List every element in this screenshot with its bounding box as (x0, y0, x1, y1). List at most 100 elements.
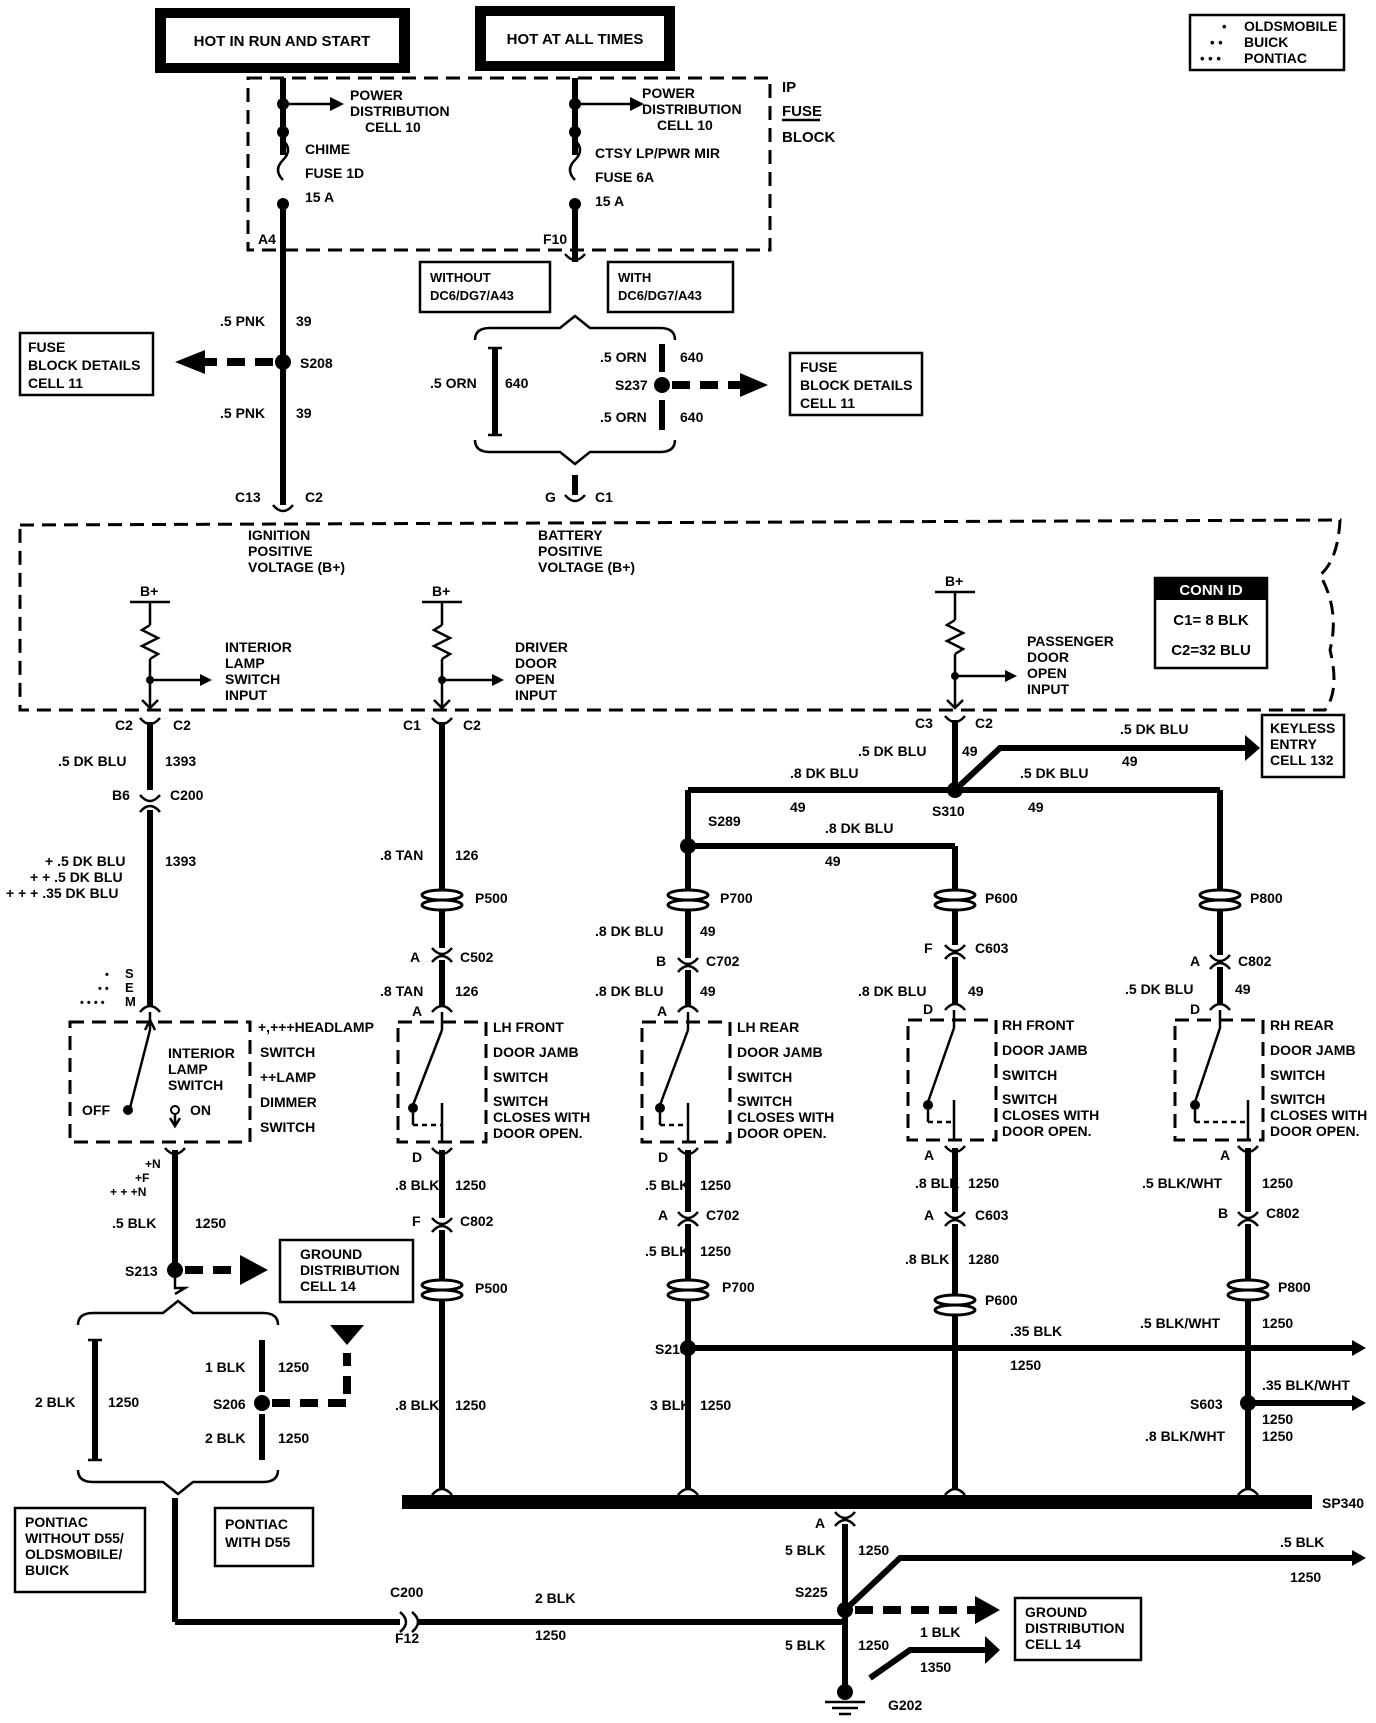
svg-text:49: 49 (962, 743, 978, 759)
svg-text:KEYLESS: KEYLESS (1270, 720, 1335, 736)
svg-text:C2: C2 (173, 717, 191, 733)
svg-text:.5 PNK: .5 PNK (220, 405, 265, 421)
legend-box: • OLDSMOBILE • • BUICK • • • PONTIAC (1188, 13, 1346, 72)
svg-text:DISTRIBUTION: DISTRIBUTION (350, 103, 450, 119)
circuit-126-driver: C1 C2 .8 TAN 126 P500 A C502 .8 TAN 126 … (380, 717, 508, 1019)
svg-text:HOT IN RUN AND START: HOT IN RUN AND START (194, 33, 371, 50)
svg-text:BLOCK: BLOCK (782, 129, 835, 146)
svg-text:S218: S218 (655, 1341, 688, 1357)
svg-text:F: F (412, 1213, 421, 1229)
svg-text:DOOR JAMB: DOOR JAMB (737, 1044, 823, 1060)
svg-text:DIMMER: DIMMER (260, 1094, 317, 1110)
svg-text:SP340: SP340 (1322, 1495, 1364, 1511)
svg-text:P500: P500 (475, 890, 508, 906)
svg-text:.5 BLK/WHT: .5 BLK/WHT (1140, 1315, 1221, 1331)
svg-text:.5 DK BLU: .5 DK BLU (1020, 765, 1088, 781)
sp340-bus: SP340 (402, 1495, 1364, 1511)
ctsy-fuse: POWER DISTRIBUTION CELL 10 CTSY LP/PWR M… (543, 78, 742, 262)
svg-text:A: A (1220, 1147, 1230, 1163)
input-passenger: B+ PASSENGER DOOR OPEN INPUT (935, 573, 1114, 710)
svg-text:CELL 10: CELL 10 (365, 119, 421, 135)
svg-text:CLOSES WITH: CLOSES WITH (1002, 1107, 1099, 1123)
svg-text:HOT AT ALL TIMES: HOT AT ALL TIMES (507, 31, 644, 48)
fuse-block-details-right: FUSE BLOCK DETAILS CELL 11 (788, 351, 924, 417)
svg-text:.35 BLK/WHT: .35 BLK/WHT (1262, 1377, 1350, 1393)
svg-text:1250: 1250 (455, 1177, 486, 1193)
svg-text:+ + .5 DK BLU: + + .5 DK BLU (30, 869, 123, 885)
svg-text:INPUT: INPUT (515, 687, 557, 703)
svg-text:.8 DK BLU: .8 DK BLU (858, 983, 926, 999)
svg-text:1250: 1250 (858, 1542, 889, 1558)
svg-text:C603: C603 (975, 1207, 1009, 1223)
svg-text:C802: C802 (1238, 953, 1272, 969)
svg-text:• • •: • • • (1200, 51, 1221, 66)
svg-text:640: 640 (505, 375, 529, 391)
svg-text:POSITIVE: POSITIVE (248, 543, 313, 559)
svg-text:C1= 8 BLK: C1= 8 BLK (1173, 612, 1249, 629)
lh-rear-chain: P700 .8 DK BLU 49 B C702 .8 DK BLU 49 A (595, 888, 753, 1019)
svg-text:A: A (815, 1515, 825, 1531)
svg-text:.5 PNK: .5 PNK (220, 313, 265, 329)
svg-text:SWITCH: SWITCH (1270, 1091, 1325, 1107)
svg-text:SWITCH: SWITCH (260, 1119, 315, 1135)
svg-text:DOOR JAMB: DOOR JAMB (1270, 1042, 1356, 1058)
svg-text:LH FRONT: LH FRONT (493, 1019, 564, 1035)
circuit-1393: C2 C2 .5 DK BLU 1393 B6 C200 1393 + .5 D… (6, 717, 204, 1013)
svg-text:1393: 1393 (165, 853, 196, 869)
svg-text:126: 126 (455, 847, 479, 863)
svg-text:GROUND: GROUND (1025, 1604, 1087, 1620)
svg-text:BLOCK DETAILS: BLOCK DETAILS (28, 357, 141, 373)
svg-text:2 BLK: 2 BLK (535, 1590, 575, 1606)
g202-circuit: A 5 BLK 1250 S225 .5 BLK 1250 5 BLK 1250… (785, 1511, 1366, 1716)
svg-text:CELL 14: CELL 14 (1025, 1636, 1081, 1652)
svg-text:SWITCH: SWITCH (1002, 1091, 1057, 1107)
svg-text:2 BLK: 2 BLK (205, 1430, 245, 1446)
svg-text:LH REAR: LH REAR (737, 1019, 799, 1035)
svg-text:DOOR JAMB: DOOR JAMB (493, 1044, 579, 1060)
svg-text:CONN ID: CONN ID (1179, 582, 1243, 599)
svg-text:.5 DK BLU: .5 DK BLU (1120, 721, 1188, 737)
lh-front-switch: LH FRONT DOOR JAMB SWITCH SWITCH CLOSES … (396, 1012, 590, 1144)
svg-text:S603: S603 (1190, 1396, 1223, 1412)
svg-text:OLDSMOBILE: OLDSMOBILE (1244, 18, 1337, 34)
pontiac-without-box: PONTIAC WITHOUT D55/ OLDSMOBILE/ BUICK (13, 1506, 147, 1594)
svg-text:C2=32 BLU: C2=32 BLU (1171, 642, 1251, 659)
svg-text:S237: S237 (615, 377, 648, 393)
svg-text:1350: 1350 (920, 1659, 951, 1675)
svg-text:VOLTAGE (B+): VOLTAGE (B+) (248, 559, 345, 575)
svg-text:.5 DK BLU: .5 DK BLU (1125, 981, 1193, 997)
svg-text:.5 DK BLU: .5 DK BLU (858, 743, 926, 759)
svg-text:C603: C603 (975, 940, 1009, 956)
svg-text:.5 BLK: .5 BLK (112, 1215, 156, 1231)
svg-text:640: 640 (680, 409, 704, 425)
svg-text:S208: S208 (300, 355, 333, 371)
svg-text:CELL 10: CELL 10 (657, 117, 713, 133)
svg-text:S225: S225 (795, 1584, 828, 1600)
svg-text:B6: B6 (112, 787, 130, 803)
svg-text:1250: 1250 (858, 1637, 889, 1653)
svg-text:D: D (658, 1149, 668, 1165)
svg-text:49: 49 (968, 983, 984, 999)
svg-text:IP: IP (782, 79, 796, 96)
svg-text:OFF: OFF (82, 1102, 110, 1118)
svg-text:1250: 1250 (700, 1177, 731, 1193)
svg-text:PONTIAC: PONTIAC (225, 1516, 288, 1532)
svg-text:C200: C200 (390, 1584, 424, 1600)
svg-text:B+: B+ (945, 573, 963, 589)
svg-text:C502: C502 (460, 949, 494, 965)
svg-text:D: D (412, 1149, 422, 1165)
svg-text:SWITCH: SWITCH (168, 1077, 223, 1093)
svg-text:.8 BLK: .8 BLK (395, 1177, 439, 1193)
svg-text:LAMP: LAMP (168, 1061, 208, 1077)
svg-text:49: 49 (790, 799, 806, 815)
svg-text:RH FRONT: RH FRONT (1002, 1017, 1075, 1033)
svg-text:1250: 1250 (1262, 1411, 1293, 1427)
svg-text:POWER: POWER (350, 87, 403, 103)
svg-text:PONTIAC: PONTIAC (25, 1514, 88, 1530)
svg-text:A: A (657, 1003, 667, 1019)
interior-lamp-switch: INTERIOR LAMP SWITCH OFF ON +,+++HEADLAM… (68, 1012, 374, 1144)
svg-text:CELL 132: CELL 132 (1270, 752, 1334, 768)
svg-text:WITHOUT: WITHOUT (430, 270, 491, 285)
rh-rear-chain: P800 A C802 .5 DK BLU 49 D (1125, 888, 1283, 1017)
svg-text:1250: 1250 (1010, 1357, 1041, 1373)
